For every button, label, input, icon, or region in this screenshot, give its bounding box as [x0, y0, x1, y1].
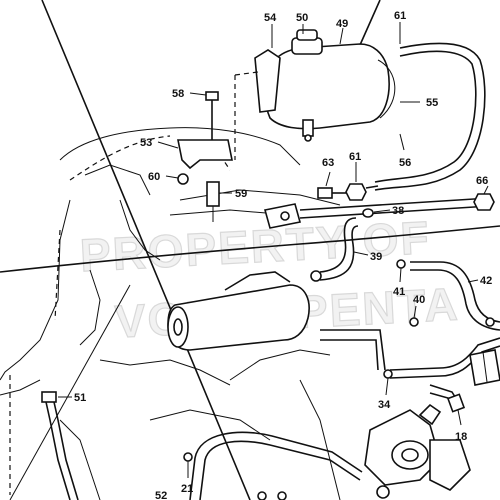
heat-exchanger	[167, 203, 310, 351]
callout-40: 40	[413, 294, 425, 306]
callouts: 54 50 49 61 55 56 58 53 60 59 63 61 66 3…	[74, 10, 492, 500]
callout-61: 61	[349, 151, 361, 163]
pipe-39	[310, 208, 374, 282]
callout-56: 56	[399, 157, 411, 169]
pipe-34	[320, 329, 500, 379]
pipe-21	[183, 431, 363, 500]
callout-51: 51	[74, 392, 86, 404]
engine-block-outline	[0, 127, 341, 500]
callout-63: 63	[322, 157, 334, 169]
pump-assembly	[364, 403, 471, 499]
callout-60: 60	[148, 171, 160, 183]
fitting-18	[429, 349, 500, 413]
callout-21: 21	[181, 483, 193, 495]
callout-39: 39	[370, 251, 382, 263]
callout-38: 38	[392, 205, 404, 217]
leader-lines	[58, 22, 489, 478]
fitting-51	[41, 391, 79, 500]
callout-18: 18	[455, 431, 467, 443]
bracket-53	[177, 71, 259, 222]
hose-55	[374, 42, 486, 191]
callout-66: 66	[476, 175, 488, 187]
watermark-line-1: PROPERTY OF	[79, 211, 432, 281]
callout-61: 61	[394, 10, 406, 22]
callout-42: 42	[480, 275, 492, 287]
callout-59: 59	[235, 188, 247, 200]
callout-34: 34	[378, 399, 391, 411]
callout-52: 52	[155, 490, 167, 500]
callout-58: 58	[172, 88, 184, 100]
callout-54: 54	[264, 12, 277, 24]
callout-50: 50	[296, 12, 308, 24]
pipe-42	[396, 259, 500, 331]
expansion-tank	[254, 29, 396, 142]
fitting-63-61	[317, 183, 379, 201]
callout-53: 53	[140, 137, 152, 149]
callout-55: 55	[426, 97, 438, 109]
callout-41: 41	[393, 286, 405, 298]
callout-49: 49	[336, 18, 348, 30]
pipe-66	[299, 193, 495, 219]
